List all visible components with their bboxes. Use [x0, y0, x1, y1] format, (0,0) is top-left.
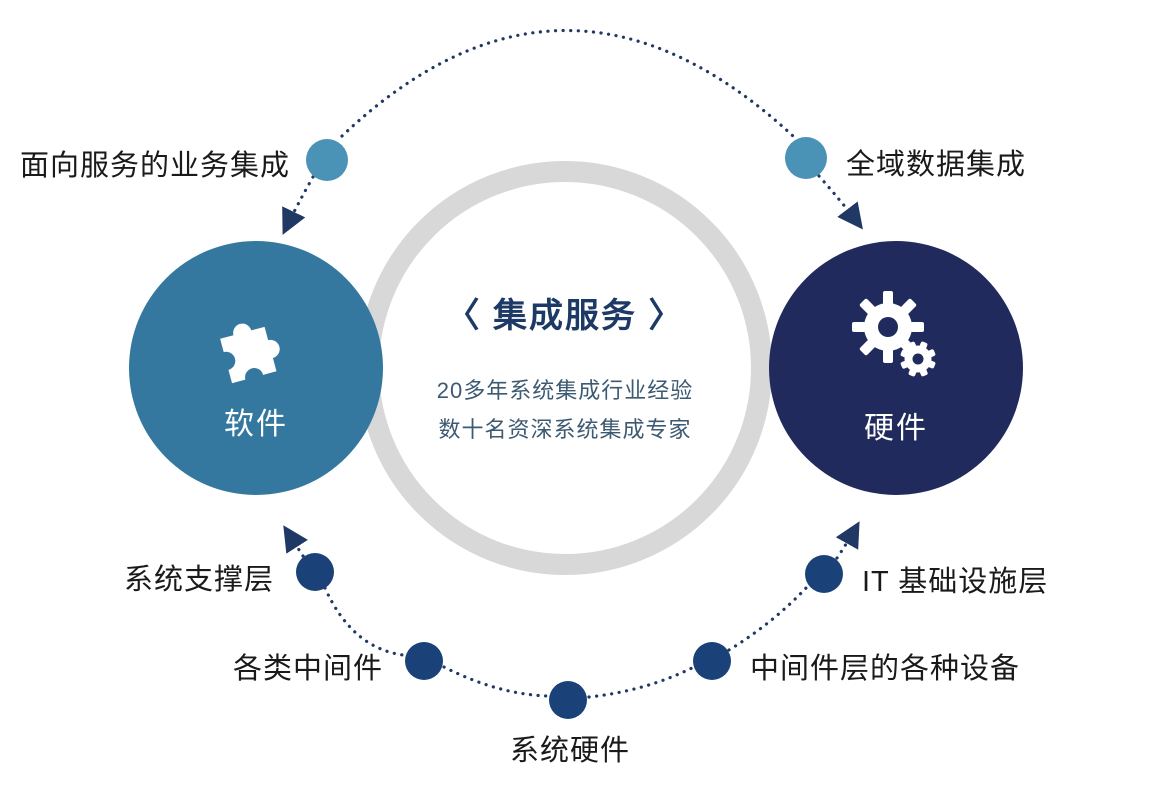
satellite-dot-middleware-devices [693, 642, 731, 680]
arc-bottom-right-into-hardware [835, 521, 860, 560]
arc-top-right-into-hardware [817, 174, 863, 230]
arc-chain-4 [727, 585, 809, 652]
hardware-node-label: 硬件 [864, 412, 928, 445]
center-title: 〈 集成服务 〉 [445, 297, 685, 335]
label-system-support-layer: 系统支撑层 [124, 564, 275, 596]
hardware-node: 硬件 [769, 241, 1023, 495]
satellite-dot-system-support-layer [296, 553, 334, 591]
center-subtitle-line1: 20多年系统集成行业经验 [436, 378, 694, 403]
label-global-data-integration: 全域数据集成 [846, 149, 1027, 181]
satellite-dot-it-infrastructure [805, 555, 843, 593]
label-middleware-devices: 中间件层的各种设备 [750, 653, 1021, 685]
arc-top [340, 28, 795, 138]
label-system-hardware: 系统硬件 [510, 735, 631, 767]
software-node-label: 软件 [224, 408, 288, 441]
software-node: 软件 [129, 241, 383, 495]
label-service-oriented-integration: 面向服务的业务集成 [20, 150, 291, 182]
satellite-dot-top-right [785, 137, 827, 179]
arc-bottom-left-into-software [283, 525, 308, 558]
satellite-dot-top-left [306, 139, 348, 181]
puzzle-icon [220, 323, 280, 384]
satellite-dot-middleware [405, 642, 443, 680]
label-middleware: 各类中间件 [233, 653, 384, 685]
center-text-block: 〈 集成服务 〉 20多年系统集成行业经验 数十名资深系统集成专家 [380, 288, 750, 449]
arc-chain-2 [442, 665, 549, 698]
arc-chain-3 [587, 666, 694, 699]
arc-top-left-into-software [282, 175, 315, 235]
gears-icon [852, 291, 936, 377]
satellite-dot-system-hardware [549, 681, 587, 719]
center-subtitle-line2: 数十名资深系统集成专家 [438, 417, 692, 442]
label-it-infrastructure-layer: IT 基础设施层 [862, 566, 1049, 598]
